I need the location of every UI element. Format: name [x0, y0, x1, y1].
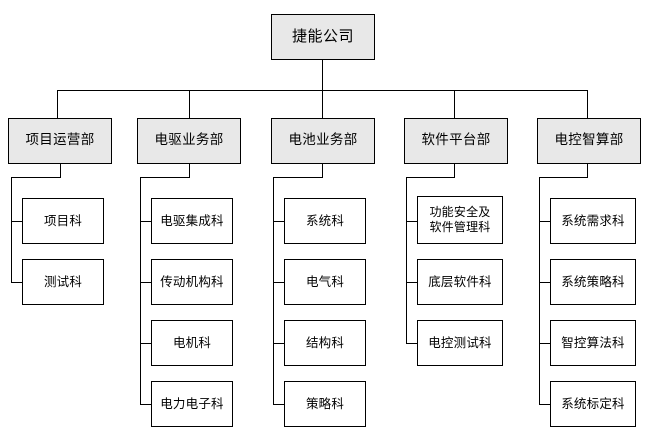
org-node-dept-3-child-0[interactable]: 功能安全及 软件管理科	[417, 196, 503, 244]
connector-dept-3-stub-down	[453, 164, 455, 178]
org-node-dept-2-child-0[interactable]: 系统科	[284, 198, 366, 244]
org-node-dept-3-child-1[interactable]: 底层软件科	[417, 259, 503, 305]
connector-dept-3-child-2	[406, 343, 418, 345]
connector-dept-1-stub-down	[188, 164, 190, 178]
org-node-dept-1-child-0[interactable]: 电驱集成科	[151, 198, 233, 244]
org-node-dept-4-child-1[interactable]: 系统策略科	[550, 259, 636, 305]
connector-dept-0-stub-left	[11, 177, 61, 179]
org-node-dept-4-child-3[interactable]: 系统标定科	[550, 381, 636, 427]
connector-dept-1-spine	[140, 177, 142, 404]
connector-dept-2-child-3	[273, 404, 285, 406]
connector-dept-4-child-3	[539, 404, 551, 406]
connector-dept-0-child-1	[11, 282, 23, 284]
connector-dept-3-drop	[454, 90, 456, 118]
connector-dept-1-child-2	[140, 343, 152, 345]
connector-dept-4-spine	[539, 177, 541, 404]
connector-dept-1-drop	[189, 90, 191, 118]
connector-dept-3-child-0	[406, 221, 418, 223]
org-node-dept-4-child-2[interactable]: 智控算法科	[550, 320, 636, 366]
connector-dept-4-child-0	[539, 221, 551, 223]
org-node-dept-0-child-0[interactable]: 项目科	[22, 198, 104, 244]
connector-dept-2-child-1	[273, 282, 285, 284]
connector-dept-0-child-0	[11, 221, 23, 223]
connector-dept-4-child-2	[539, 343, 551, 345]
connector-dept-0-spine	[11, 177, 13, 275]
org-node-dept-1-child-3[interactable]: 电力电子科	[151, 381, 233, 427]
connector-dept-4-child-1	[539, 282, 551, 284]
connector-dept-2-stub-left	[273, 177, 323, 179]
connector-dept-0-stub-down	[59, 164, 61, 178]
connector-dept-2-child-2	[273, 343, 285, 345]
org-node-dept-2[interactable]: 电池业务部	[271, 118, 375, 164]
org-node-dept-2-child-1[interactable]: 电气科	[284, 259, 366, 305]
org-node-dept-2-child-2[interactable]: 结构科	[284, 320, 366, 366]
org-node-dept-0-child-1[interactable]: 测试科	[22, 259, 104, 305]
connector-dept-2-drop	[322, 90, 324, 118]
connector-dept-1-child-3	[140, 404, 152, 406]
connector-dept-3-stub-left	[406, 177, 455, 179]
org-node-dept-0[interactable]: 项目运营部	[8, 118, 112, 164]
org-node-dept-2-child-3[interactable]: 策略科	[284, 381, 366, 427]
org-node-dept-1[interactable]: 电驱业务部	[137, 118, 241, 164]
org-node-dept-1-child-2[interactable]: 电机科	[151, 320, 233, 366]
connector-dept-3-child-1	[406, 282, 418, 284]
org-node-dept-3[interactable]: 软件平台部	[404, 118, 508, 164]
org-node-dept-3-child-2[interactable]: 电控测试科	[417, 320, 503, 366]
connector-dept-4-stub-down	[586, 164, 588, 178]
org-node-dept-4[interactable]: 电控智算部	[537, 118, 641, 164]
connector-dept-1-child-1	[140, 282, 152, 284]
connector-dept-4-drop	[587, 90, 589, 118]
connector-dept-2-child-0	[273, 221, 285, 223]
org-node-root[interactable]: 捷能公司	[271, 14, 375, 60]
connector-dept-0-spine-ext	[11, 270, 13, 283]
connector-dept-2-stub-down	[321, 164, 323, 178]
connector-dept-3-spine	[406, 177, 408, 343]
connector-dept-1-child-0	[140, 221, 152, 223]
connector-dept-0-drop	[57, 90, 59, 118]
org-node-dept-1-child-1[interactable]: 传动机构科	[151, 259, 233, 305]
connector-dept-1-stub-left	[140, 177, 190, 179]
connector-dept-2-spine	[273, 177, 275, 404]
connector-root-stem	[322, 60, 324, 91]
org-node-dept-4-child-0[interactable]: 系统需求科	[550, 198, 636, 244]
connector-dept-4-stub-left	[539, 177, 588, 179]
